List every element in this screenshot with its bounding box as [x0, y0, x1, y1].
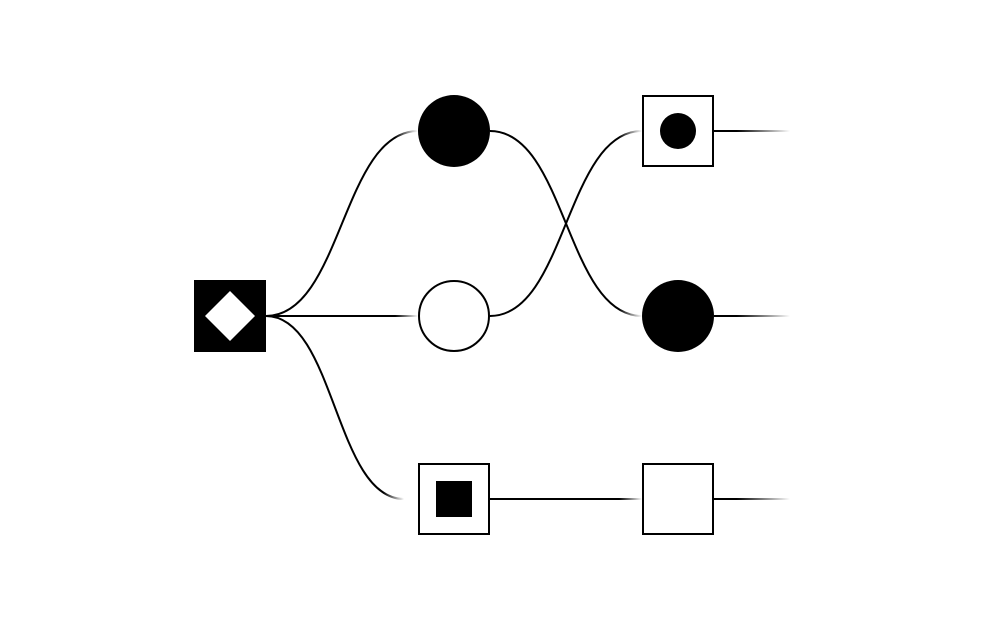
edge-source-to-a1	[265, 130, 419, 317]
node-a2[interactable]	[418, 280, 490, 352]
edge-source-to-a3	[265, 315, 405, 500]
filled-circle-icon	[418, 95, 490, 167]
node-b2[interactable]	[642, 280, 714, 352]
node-source[interactable]	[194, 280, 266, 352]
edge-a2-to-b1	[489, 130, 643, 317]
node-a1[interactable]	[418, 95, 490, 167]
node-b1[interactable]	[642, 95, 714, 167]
inner-circle-icon	[660, 113, 696, 149]
inner-square-icon	[436, 481, 472, 517]
node-b3[interactable]	[642, 463, 714, 535]
outline-square-icon	[642, 463, 714, 535]
filled-circle-icon	[642, 280, 714, 352]
node-a3[interactable]	[418, 463, 490, 535]
diamond-icon	[205, 291, 255, 341]
nodes	[194, 95, 714, 535]
outline-circle-icon	[418, 280, 490, 352]
edges	[265, 130, 790, 500]
